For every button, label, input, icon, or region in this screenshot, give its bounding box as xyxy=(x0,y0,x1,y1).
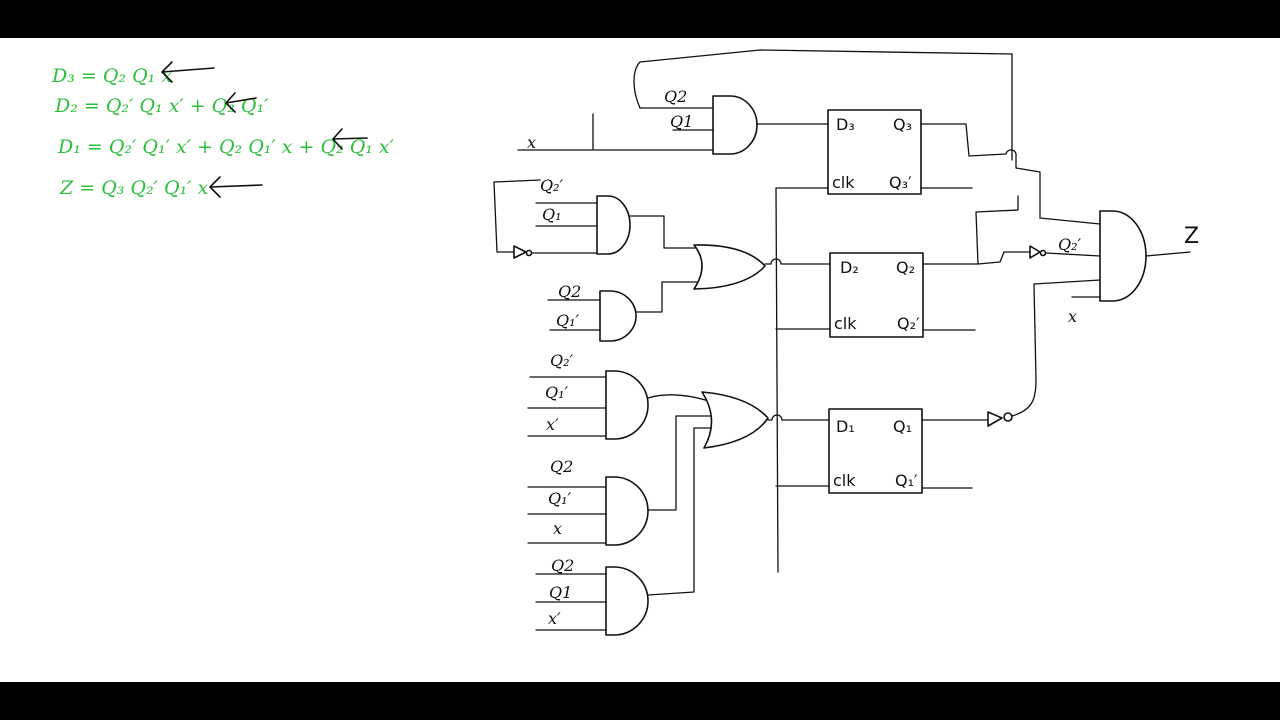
flipflop-3: D₃ Q₃ clk Q₃′ xyxy=(827,109,922,195)
ff1-clk: clk xyxy=(833,471,856,490)
and-gate-d2a xyxy=(596,195,631,255)
label-and-d1c-xp: x′ xyxy=(548,609,561,628)
ff1-d: D₁ xyxy=(836,417,855,436)
x-fanout-wire xyxy=(493,179,541,253)
q3-to-and-z xyxy=(920,123,1101,225)
ff3-clk: clk xyxy=(832,173,855,192)
ff2-q: Q₂ xyxy=(896,258,915,277)
label-x-main: x xyxy=(527,133,536,152)
whiteboard: D₃ = Q₂ Q₁ x D₂ = Q₂′ Q₁ x′ + Q₂ Q₁′ D₁ … xyxy=(0,38,1280,682)
and-gate-d1c xyxy=(605,566,649,636)
q1p-wire-to-and-z xyxy=(1011,279,1101,417)
and-gate-z xyxy=(1099,210,1147,302)
label-and-d1c-q2: Q2 xyxy=(551,556,574,575)
label-and-d1a-q2p: Q₂′ xyxy=(550,351,574,370)
ff3-qbar: Q₃′ xyxy=(889,173,912,192)
equation-d1: D₁ = Q₂′ Q₁′ x′ + Q₂ Q₁′ x + Q₂ Q₁ x′ xyxy=(57,136,395,158)
ff2-box xyxy=(829,252,924,338)
equation-d3: D₃ = Q₂ Q₁ x xyxy=(51,65,172,87)
ff1-box xyxy=(828,408,923,494)
bottom-letterbox xyxy=(0,682,1280,720)
flipflop-1: D₁ Q₁ clk Q₁′ xyxy=(828,408,923,494)
arrow-d3 xyxy=(160,61,215,83)
or-gate-d1 xyxy=(701,391,769,449)
ff3-d: D₃ xyxy=(836,115,855,134)
arrow-z xyxy=(208,176,263,198)
ff2-qbar: Q₂′ xyxy=(897,314,920,333)
or-gate-d2 xyxy=(693,244,766,290)
and-gate-d3 xyxy=(712,95,758,155)
label-and-d3-q2: Q2 xyxy=(664,87,687,106)
label-and-d1a-q1p: Q₁′ xyxy=(545,383,569,402)
and-gate-d2b xyxy=(599,290,637,342)
label-and-d2b-q2: Q2 xyxy=(558,282,581,301)
and-d2b-inputs xyxy=(547,299,601,331)
equation-z: Z = Q₃ Q₂′ Q₁′ x xyxy=(59,177,209,199)
label-and-d2b-q1p: Q₁′ xyxy=(556,311,580,330)
and-d1c-inputs xyxy=(535,573,607,631)
wire-and-d2a-to-or xyxy=(629,215,701,249)
label-and-d1b-q1p: Q₁′ xyxy=(548,489,572,508)
arrow-d1 xyxy=(331,128,368,150)
inverter-q1 xyxy=(987,411,1003,427)
wire-z-output xyxy=(1145,251,1191,257)
inverter-q2-bubble xyxy=(1039,249,1047,257)
and-d1a-inputs xyxy=(527,376,607,437)
label-and-d2a-q1: Q₁ xyxy=(542,205,562,224)
label-and-d1a-xp: x′ xyxy=(546,415,559,434)
ff2-clk: clk xyxy=(834,314,857,333)
q2-feedback-wire xyxy=(922,195,1019,265)
ff3-q: Q₃ xyxy=(893,115,912,134)
wire-and-d1a-to-or xyxy=(647,394,713,403)
inverter-q1-bubble xyxy=(1003,412,1013,422)
feedback-wire-top xyxy=(633,49,1013,161)
inverter-x-bubble xyxy=(525,249,533,257)
clock-bus xyxy=(775,187,831,573)
top-letterbox xyxy=(0,0,1280,38)
and-d1b-inputs xyxy=(527,486,607,544)
x-wire xyxy=(517,113,714,151)
equations: D₃ = Q₂ Q₁ x D₂ = Q₂′ Q₁ x′ + Q₂ Q₁′ D₁ … xyxy=(51,61,395,199)
output-z-label: Z xyxy=(1184,224,1199,249)
and-gate-d1b xyxy=(605,476,649,546)
wire-and-d1c-to-or xyxy=(647,427,713,596)
equation-d2: D₂ = Q₂′ Q₁ x′ + Q₂ Q₁′ xyxy=(54,95,269,117)
inverter-x xyxy=(513,245,527,259)
ff1-qbar: Q₁′ xyxy=(895,471,918,490)
and-gate-d1a xyxy=(605,370,649,440)
label-and-d2a-q2p: Q₂′ xyxy=(540,176,564,195)
wire-or-d1-to-ff1 xyxy=(767,414,836,421)
flipflop-2: D₂ Q₂ clk Q₂′ xyxy=(829,252,924,338)
label-and-d1b-x: x xyxy=(553,519,562,538)
circuit-diagram: D₃ = Q₂ Q₁ x D₂ = Q₂′ Q₁ x′ + Q₂ Q₁′ D₁ … xyxy=(51,49,1199,636)
label-and-d3-q1: Q1 xyxy=(670,112,693,131)
wire-and-d1b-to-or xyxy=(647,415,713,511)
label-z-x: x xyxy=(1068,307,1077,326)
label-and-d1b-q2: Q2 xyxy=(550,457,573,476)
ff2-d: D₂ xyxy=(840,258,859,277)
q2p-wire-to-and-z xyxy=(1045,252,1101,257)
label-z-inv-q2p: Q₂′ xyxy=(1058,235,1082,254)
wire-or-d2-to-ff2 xyxy=(764,258,834,265)
label-and-d1c-q1: Q1 xyxy=(549,583,572,602)
ff1-q: Q₁ xyxy=(893,417,912,436)
arrow-d2 xyxy=(224,92,257,113)
and-d2a-inputs xyxy=(535,202,598,254)
wire-and-d2b-to-or xyxy=(635,281,701,313)
q2-to-inverter xyxy=(977,251,1031,265)
inverter-q2 xyxy=(1029,245,1041,259)
ff3-box xyxy=(827,109,922,195)
